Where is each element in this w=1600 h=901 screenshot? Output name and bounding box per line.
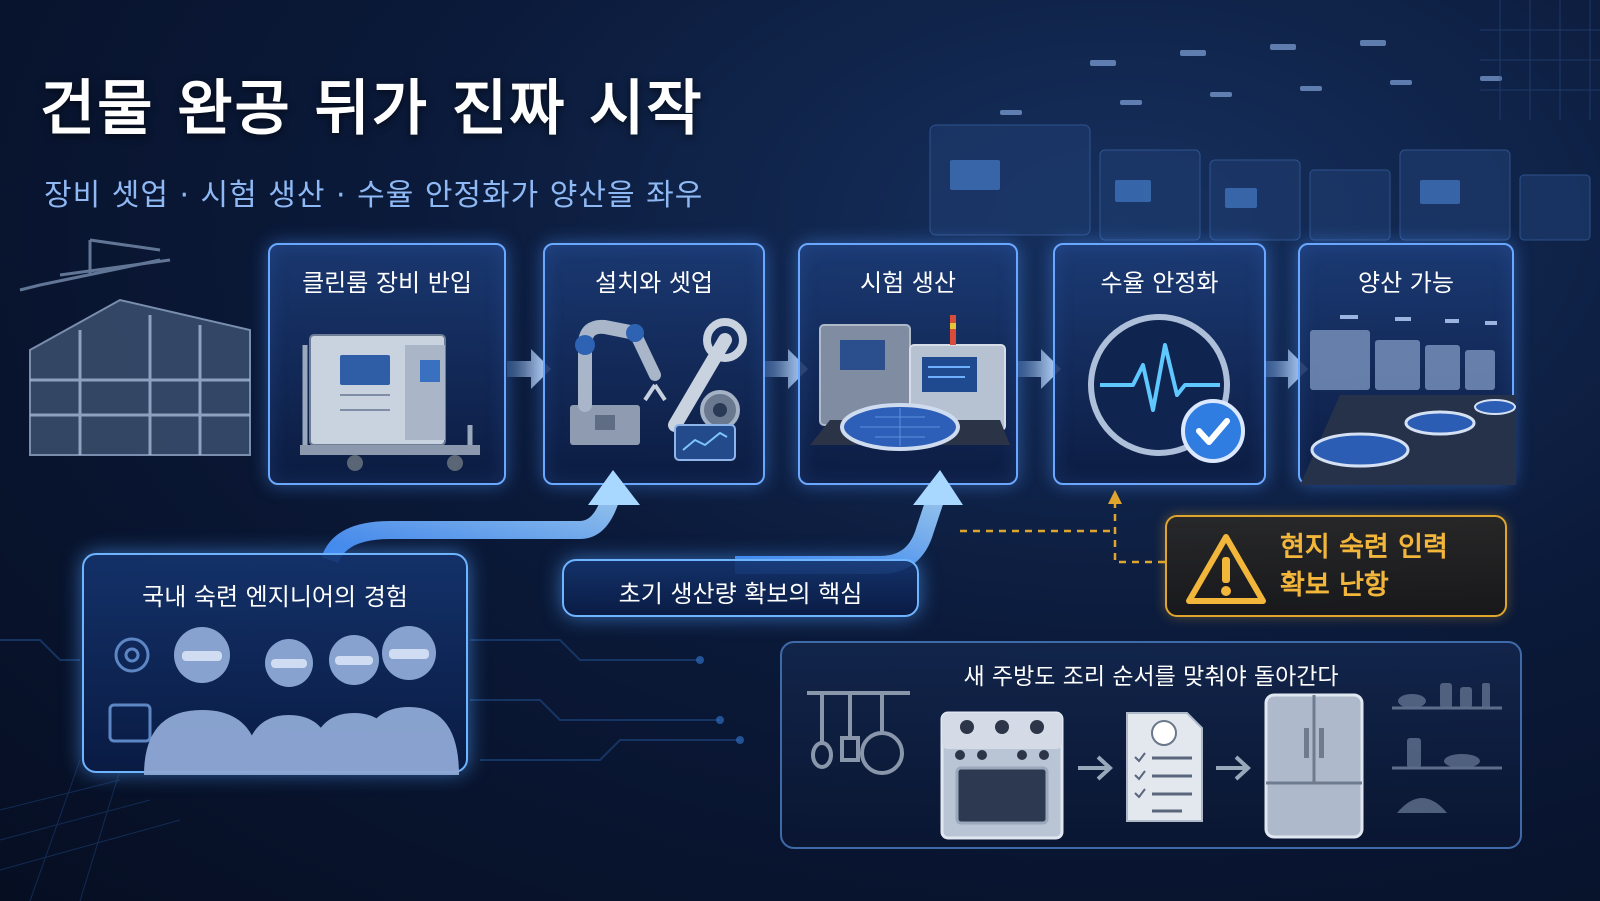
kitchen-analogy-panel: 새 주방도 조리 순서를 맞춰야 돌아간다	[780, 641, 1522, 849]
warning-line-2: 확보 난항	[1280, 570, 1389, 601]
step-installation-setup: 설치와 셋업	[543, 243, 765, 485]
heartbeat-check-icon	[1088, 314, 1245, 463]
core-production-panel: 초기 생산량 확보의 핵심	[562, 559, 919, 617]
step-label: 설치와 셋업	[594, 269, 714, 297]
step-label: 양산 가능	[1358, 269, 1454, 297]
step-label: 수율 안정화	[1100, 269, 1219, 297]
wafer-machine-icon	[810, 315, 1010, 451]
engineers-group-icon	[108, 626, 459, 775]
arrow-right-icon	[764, 349, 808, 389]
recipe-checklist-icon	[1126, 712, 1203, 822]
equipment-cart-icon	[300, 334, 480, 471]
arrow-right-icon	[1264, 349, 1308, 389]
engineer-experience-panel: 국내 숙련 엔지니어의 경험	[82, 553, 468, 775]
step-mass-production: 양산 가능	[1298, 243, 1516, 485]
warning-panel: 현지 숙련 인력 확보 난항	[1165, 515, 1507, 617]
kitchen-analogy-label: 새 주방도 조리 순서를 맞춰야 돌아간다	[963, 664, 1339, 690]
core-production-label: 초기 생산량 확보의 핵심	[618, 580, 863, 608]
robot-arm-wrench-icon	[570, 318, 747, 461]
arrow-right-icon	[1017, 349, 1061, 389]
refrigerator-icon	[1264, 693, 1364, 839]
arrow-right-icon	[507, 349, 551, 389]
step-label: 클린룸 장비 반입	[302, 269, 472, 297]
stove-icon	[940, 711, 1064, 840]
step-yield-stabilization: 수율 안정화	[1053, 243, 1266, 485]
warning-triangle-icon	[1186, 534, 1266, 604]
production-line-icon	[1300, 315, 1516, 485]
engineer-experience-label: 국내 숙련 엔지니어의 경험	[142, 583, 408, 611]
page-subtitle: 장비 셋업 · 시험 생산 · 수율 안정화가 양산을 좌우	[44, 178, 704, 213]
page-title: 건물 완공 뒤가 진짜 시작	[40, 74, 704, 144]
step-equipment-delivery: 클린룸 장비 반입	[268, 243, 506, 485]
warning-line-1: 현지 숙련 인력	[1280, 532, 1448, 563]
step-label: 시험 생산	[860, 269, 956, 297]
kitchen-illustration	[807, 683, 1502, 840]
